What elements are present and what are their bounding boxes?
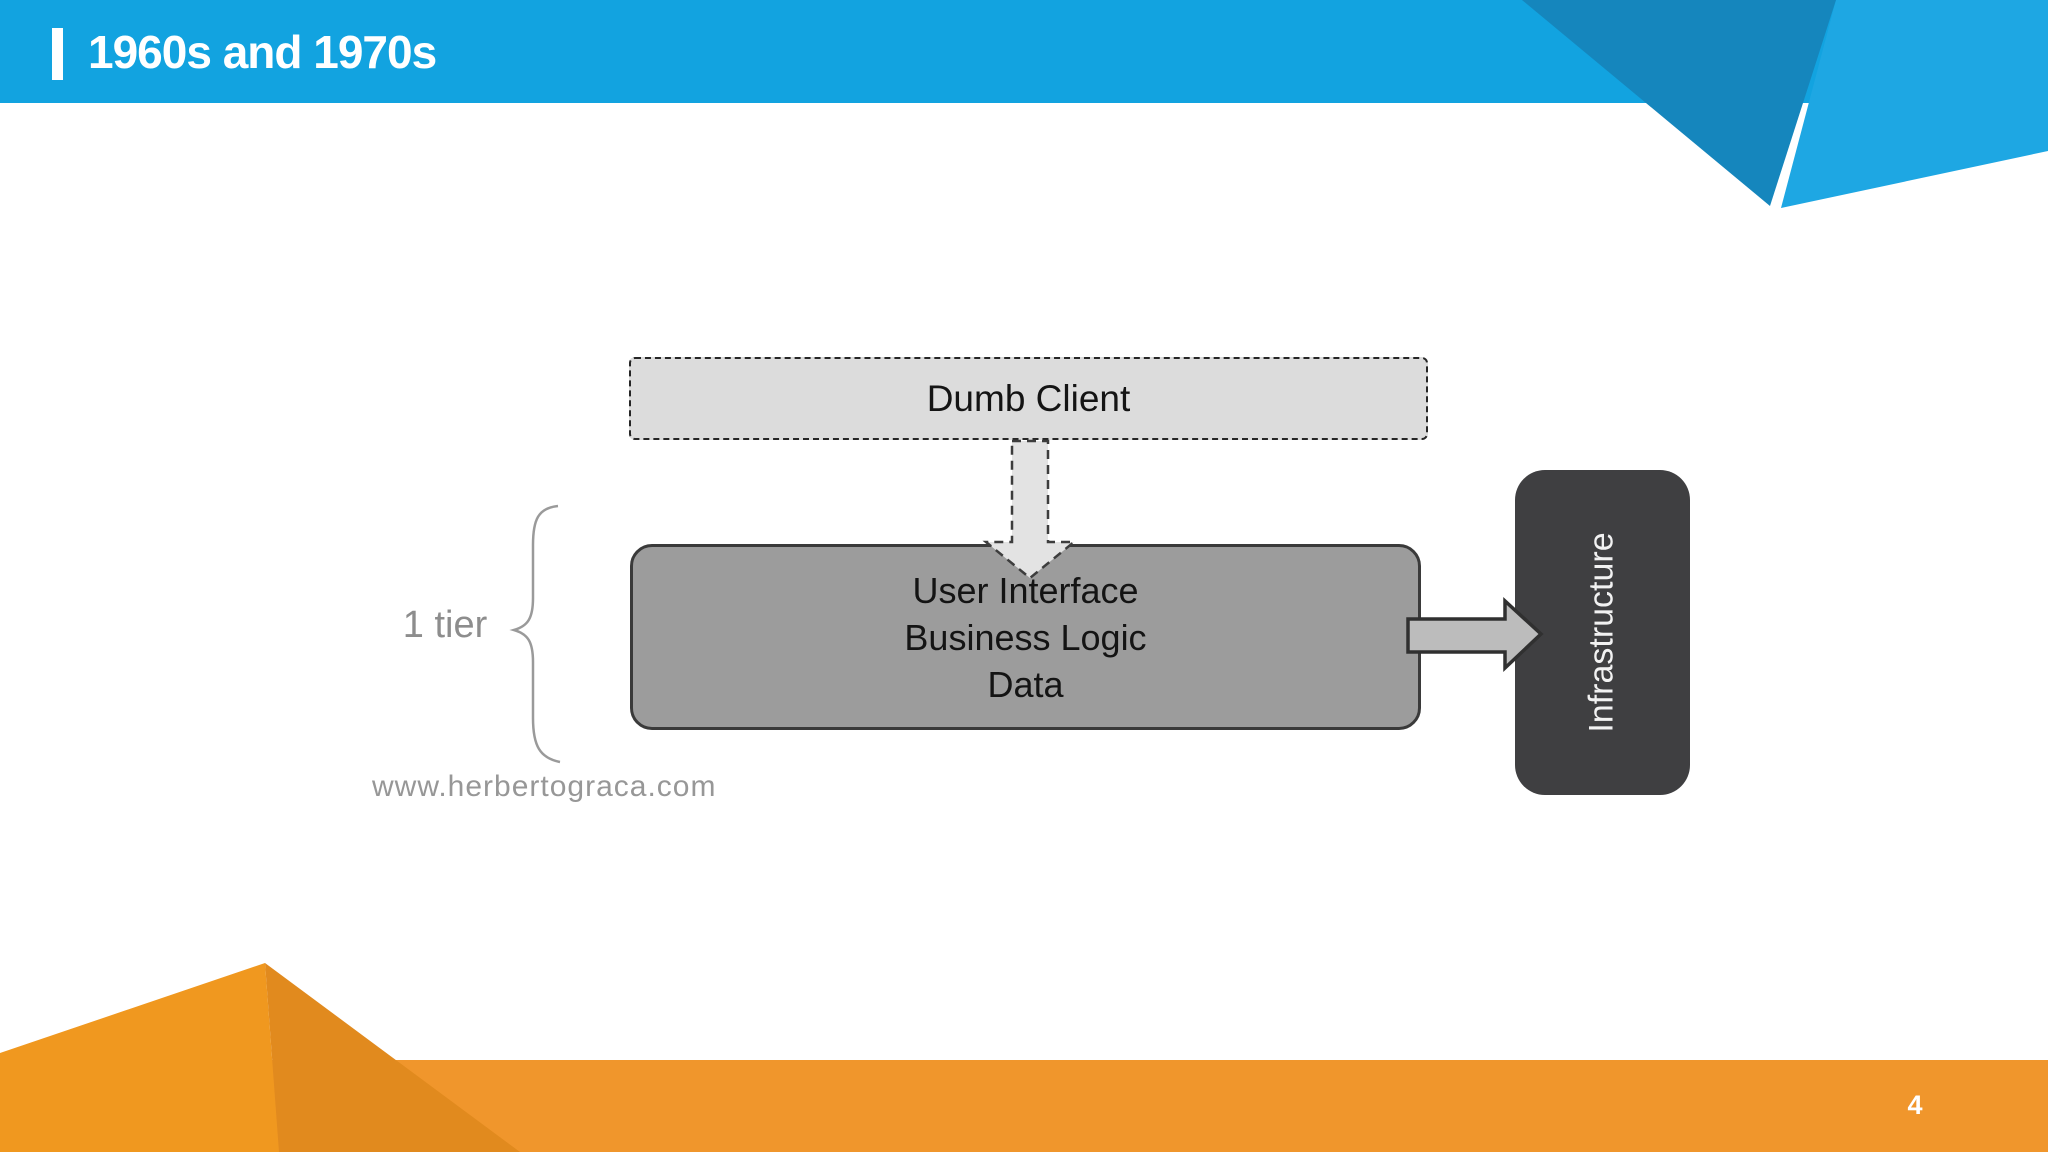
corner-mountain-light bbox=[0, 963, 279, 1152]
tier-box-line-3: Data bbox=[987, 663, 1064, 705]
corner-triangle-light bbox=[1781, 0, 2048, 208]
infrastructure-box: Infrastructure bbox=[1515, 470, 1690, 795]
dumb-client-box: Dumb Client bbox=[629, 357, 1428, 440]
corner-mountain-dark bbox=[265, 963, 520, 1152]
down-arrow-shape bbox=[982, 439, 1078, 580]
curly-brace-shape bbox=[509, 504, 561, 764]
tier-count-label: 1 tier bbox=[402, 604, 488, 646]
tier-box-line-1: User Interface bbox=[912, 569, 1139, 611]
right-arrow bbox=[1406, 597, 1544, 673]
tier-brace bbox=[509, 504, 561, 764]
dumb-client-label: Dumb Client bbox=[926, 377, 1131, 419]
page-number: 4 bbox=[1907, 1090, 1923, 1120]
footer-corner-decoration bbox=[0, 963, 520, 1152]
down-arrow bbox=[982, 439, 1078, 580]
header-corner-decoration bbox=[1522, 0, 2048, 208]
right-arrow-shape bbox=[1406, 597, 1544, 673]
tier-box-line-2: Business Logic bbox=[904, 616, 1147, 658]
corner-triangle-dark bbox=[1522, 0, 1836, 206]
slide-title: 1960s and 1970s bbox=[88, 25, 437, 78]
title-accent-bar bbox=[52, 28, 63, 80]
watermark-url: www.herbertograca.com bbox=[372, 770, 717, 803]
infrastructure-label: Infrastructure bbox=[1583, 532, 1621, 733]
